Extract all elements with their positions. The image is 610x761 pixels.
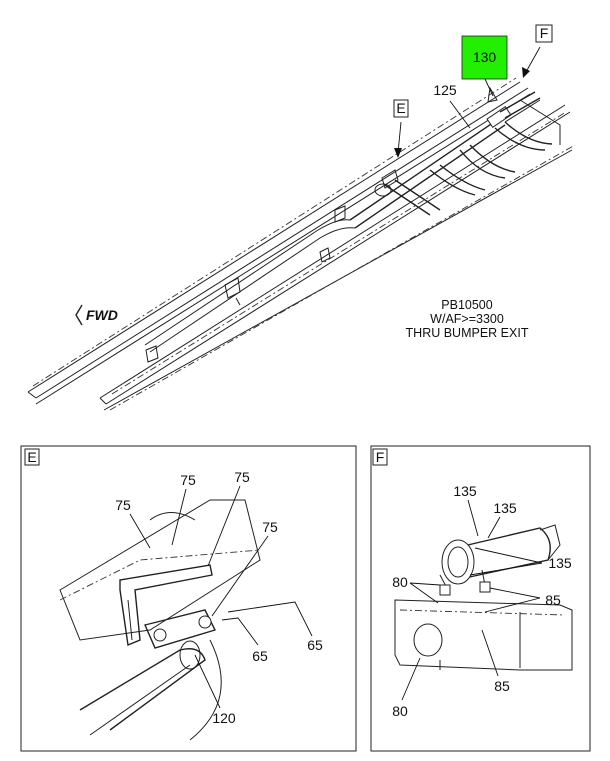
detail-e-tag: E	[27, 449, 36, 465]
callout-125[interactable]: 125	[433, 82, 471, 129]
callout-f-135-b[interactable]: 135	[487, 500, 517, 539]
callout-f-85-b[interactable]: 85	[481, 629, 510, 694]
callout-125-label: 125	[433, 82, 457, 98]
callout-e-75-c[interactable]: 75	[207, 469, 250, 567]
detail-e-panel: E 75 75 75 75	[20, 445, 357, 752]
callout-e-75-b-label: 75	[180, 472, 196, 488]
callout-f-85-a[interactable]: 85	[484, 587, 561, 613]
callout-f-135-c-label: 135	[548, 555, 572, 571]
callout-f-85-a-label: 85	[545, 592, 561, 608]
callout-e-65-b[interactable]: 65	[227, 601, 323, 653]
detail-f-frame	[370, 445, 591, 752]
detail-f-ref-label: F	[540, 25, 549, 41]
detail-e-frame	[20, 445, 357, 752]
detail-f-tag: F	[376, 449, 385, 465]
callout-f-80-b-label: 80	[392, 703, 408, 719]
highlight-box	[461, 35, 508, 80]
exhaust-pipe-125	[144, 99, 541, 353]
config-note: PB10500 W/AF>=3300 THRU BUMPER EXIT	[406, 298, 529, 340]
callout-e-75-a[interactable]: 75	[115, 497, 151, 549]
right-frame-rail	[99, 104, 576, 411]
callout-e-65-a-label: 65	[252, 648, 268, 664]
detail-f-panel: F 135 135 135 80	[370, 445, 591, 752]
callout-e-120[interactable]: 120	[194, 654, 236, 726]
detail-f-reference[interactable]: F	[522, 24, 553, 78]
callout-e-75-c-label: 75	[234, 469, 250, 485]
note-line-1: PB10500	[441, 298, 492, 312]
detail-e-reference[interactable]: E	[393, 99, 409, 158]
callout-e-120-label: 120	[212, 710, 236, 726]
callout-f-80-a[interactable]: 80	[392, 574, 441, 604]
main-view: FWD 130 125 E F PB10500 W/	[27, 24, 576, 411]
detail-e-ref-label: E	[396, 100, 405, 116]
callout-e-75-d[interactable]: 75	[211, 519, 278, 617]
fwd-arrow: FWD	[75, 304, 118, 326]
pipe-hangers	[145, 169, 399, 363]
callout-130-label: 130	[473, 49, 497, 65]
callout-e-75-b[interactable]: 75	[171, 472, 196, 546]
cross-members	[384, 99, 561, 216]
left-frame-rail	[27, 77, 531, 405]
callout-130[interactable]: 130	[461, 35, 508, 97]
callout-e-65-a[interactable]: 65	[221, 617, 268, 664]
note-line-3: THRU BUMPER EXIT	[406, 326, 529, 340]
callout-e-65-b-label: 65	[307, 637, 323, 653]
callout-f-135-b-label: 135	[493, 500, 517, 516]
callout-e-75-a-label: 75	[115, 497, 131, 513]
tailpipe-130	[487, 86, 541, 119]
callout-f-135-c[interactable]: 135	[469, 547, 572, 576]
callout-f-80-b[interactable]: 80	[392, 657, 421, 719]
callout-e-75-d-label: 75	[262, 519, 278, 535]
note-line-2: W/AF>=3300	[430, 312, 504, 326]
callout-f-85-b-label: 85	[494, 678, 510, 694]
fwd-label: FWD	[86, 307, 118, 323]
callout-f-135-a[interactable]: 135	[453, 483, 479, 537]
callout-f-135-a-label: 135	[453, 483, 477, 499]
callout-f-80-a-label: 80	[392, 574, 408, 590]
